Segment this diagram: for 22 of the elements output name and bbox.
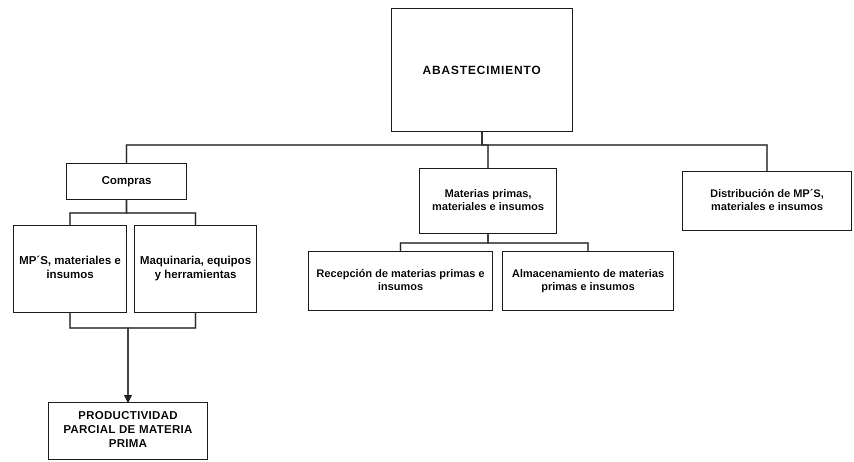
process-box	[682, 171, 852, 231]
box-label: Distribución de MP´S, materiales e insumos	[709, 188, 825, 214]
process-box	[13, 225, 127, 313]
connector-line	[481, 132, 768, 171]
process-box	[308, 251, 493, 311]
connector-line	[487, 234, 589, 251]
process-box	[502, 251, 674, 311]
connector-line	[126, 200, 196, 225]
box-label: PRODUCTIVIDAD PARCIAL DE MATERIA PRIMA	[62, 410, 194, 452]
box-label: Recepción de materias primas e insumos	[315, 268, 486, 294]
process-box	[419, 168, 557, 234]
process-box	[48, 402, 208, 460]
box-label: Maquinaria, equipos y herramientas	[139, 255, 252, 283]
process-box	[391, 8, 573, 132]
process-box	[134, 225, 257, 313]
box-label: Materias primas, materiales e insumos	[431, 188, 545, 214]
box-label: Almacenamiento de materias primas e insumos	[510, 268, 666, 294]
process-box	[66, 163, 187, 200]
box-label: Compras	[102, 174, 152, 188]
arrow	[124, 313, 196, 403]
box-label: ABASTECIMIENTO	[422, 62, 542, 78]
box-label: MP´S, materiales e insumos	[18, 255, 122, 283]
